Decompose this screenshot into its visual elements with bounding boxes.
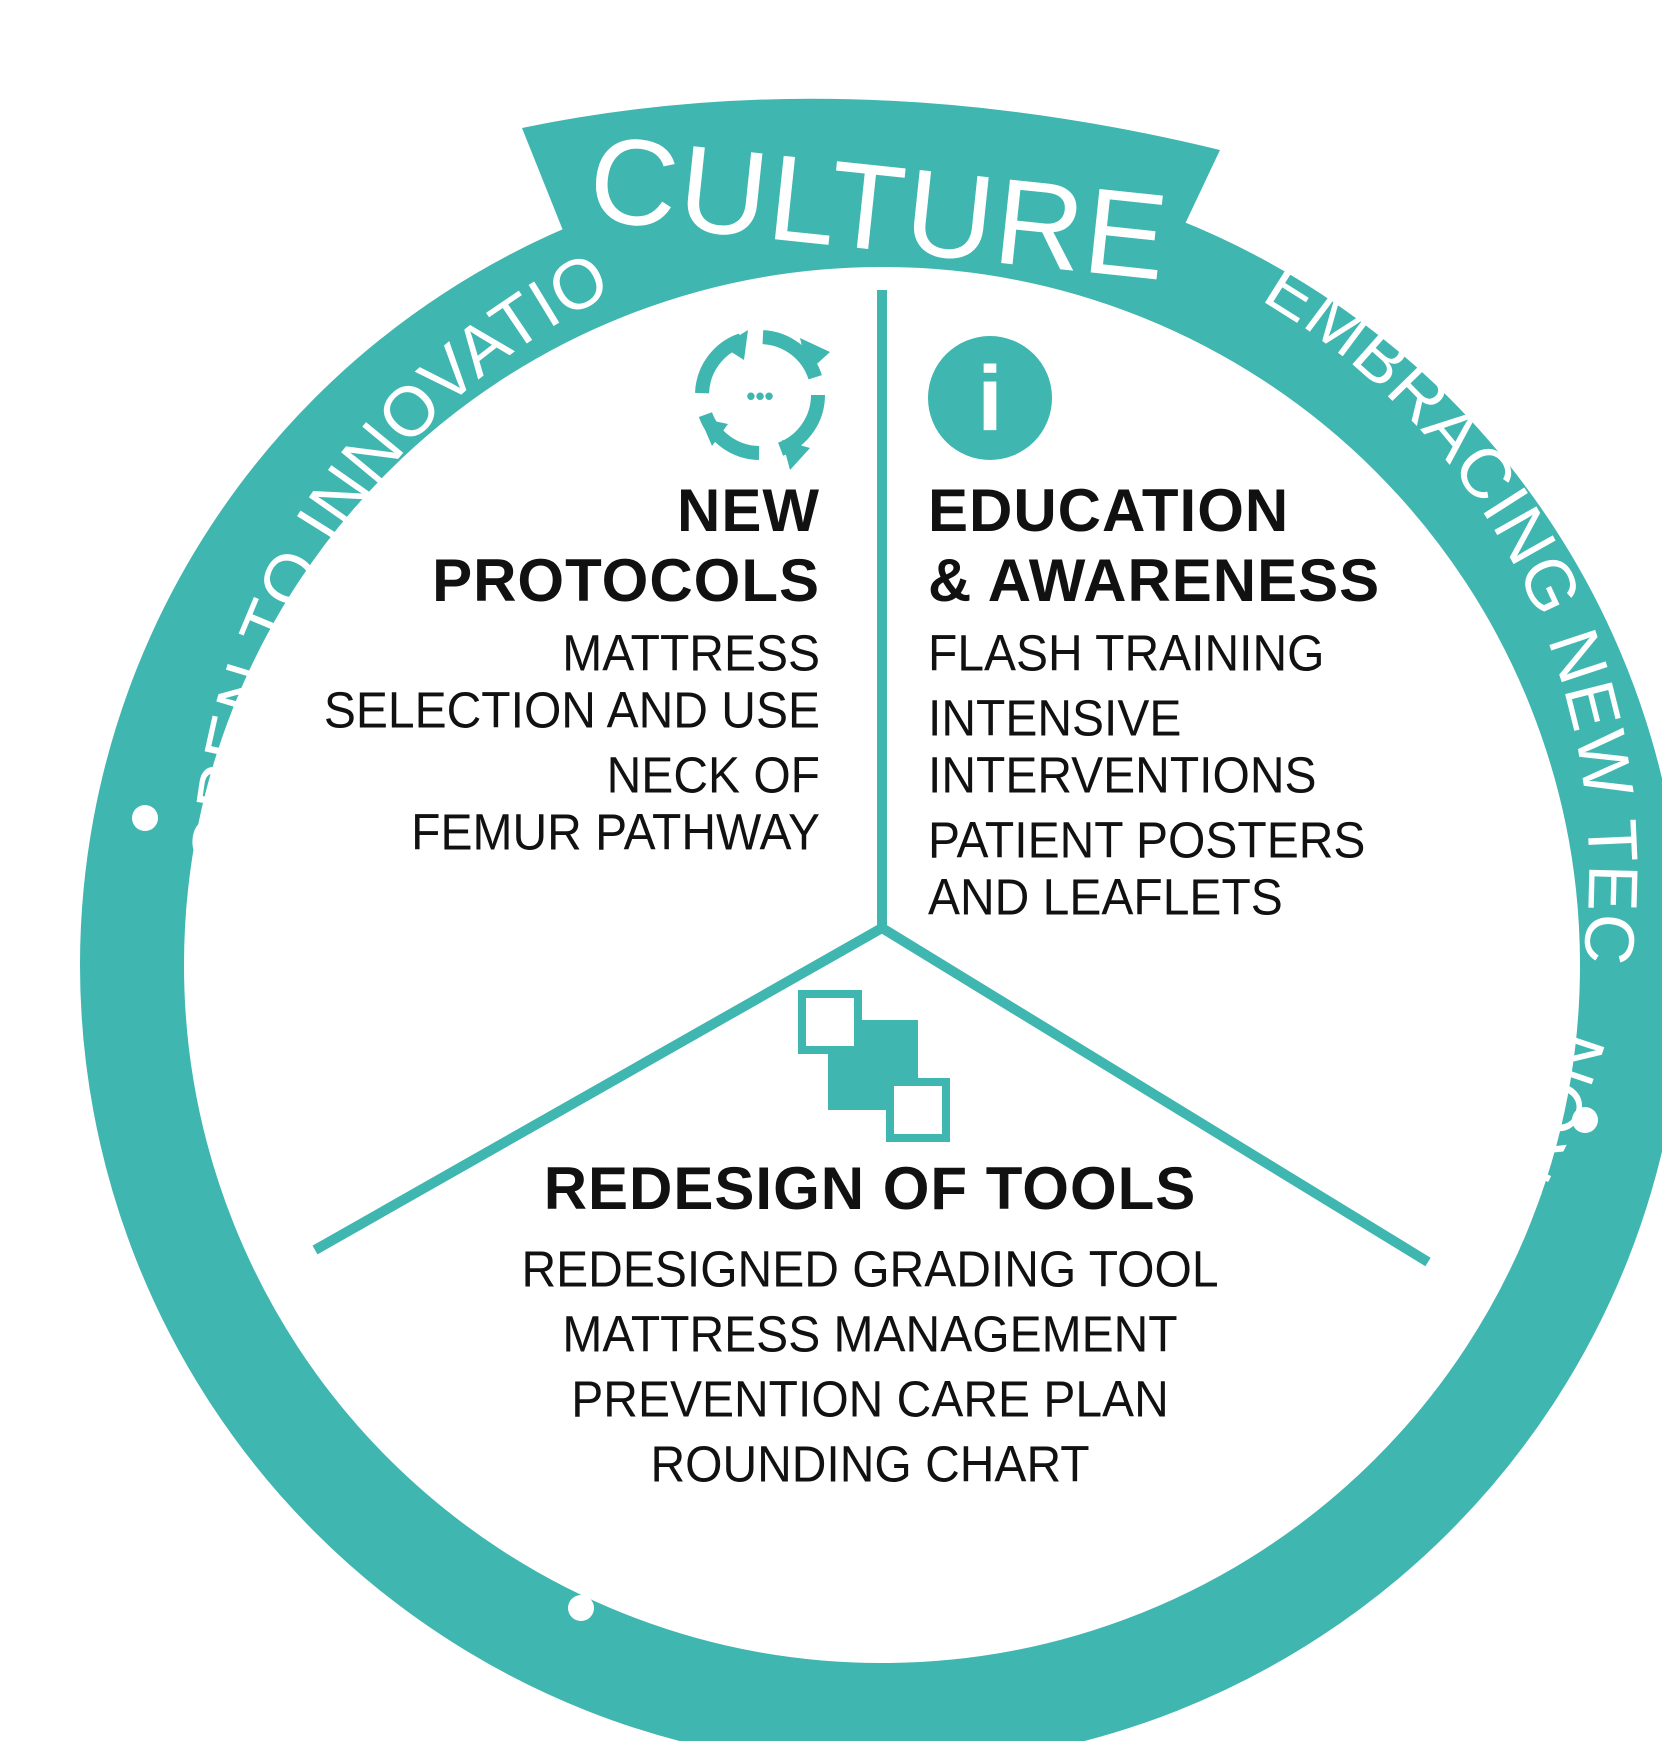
tools-item: ROUNDING CHART — [650, 1437, 1090, 1494]
new-protocols-heading-line1: NEW — [677, 477, 820, 544]
stacked-squares-icon — [798, 990, 950, 1142]
new-protocols-item: MATTRESS — [562, 626, 820, 683]
segment-new-protocols: NEW PROTOCOLS MATTRESS SELECTION AND USE… — [300, 476, 820, 862]
divider-lower-right — [879, 923, 1431, 1267]
tools-heading: REDESIGN OF TOOLS — [543, 1155, 1197, 1222]
new-protocols-item: FEMUR PATHWAY — [411, 805, 820, 862]
new-protocols-item: NECK OF — [606, 748, 820, 805]
new-protocols-item: SELECTION AND USE — [323, 683, 820, 740]
education-item: INTERVENTIONS — [928, 748, 1317, 805]
ring-dot-bottom — [568, 1595, 594, 1621]
chat-dots-icon: ••• — [746, 381, 773, 411]
segment-redesign-of-tools: REDESIGN OF TOOLS REDESIGNED GRADING TOO… — [430, 1154, 1310, 1494]
recycle-cycle-icon: ••• — [695, 330, 830, 470]
segment-education-awareness: EDUCATION & AWARENESS FLASH TRAINING INT… — [928, 476, 1488, 927]
tools-item: MATTRESS MANAGEMENT — [562, 1307, 1178, 1364]
ring-dot-right — [1572, 1107, 1598, 1133]
divider-lower-left — [312, 923, 885, 1255]
ring-dot-left — [132, 805, 158, 831]
info-glyph: i — [977, 348, 1003, 450]
education-item: FLASH TRAINING — [928, 626, 1325, 683]
tools-item: PREVENTION CARE PLAN — [571, 1372, 1169, 1429]
culture-banner — [522, 98, 1220, 260]
info-icon: i — [928, 336, 1052, 460]
education-item: PATIENT POSTERS — [928, 813, 1366, 870]
education-heading-line2: & AWARENESS — [928, 547, 1381, 614]
education-item: AND LEAFLETS — [928, 870, 1283, 927]
tools-item: REDESIGNED GRADING TOOL — [521, 1242, 1219, 1299]
education-heading-line1: EDUCATION — [928, 477, 1290, 544]
education-item: INTENSIVE — [928, 691, 1182, 748]
new-protocols-heading-line2: PROTOCOLS — [432, 547, 820, 614]
